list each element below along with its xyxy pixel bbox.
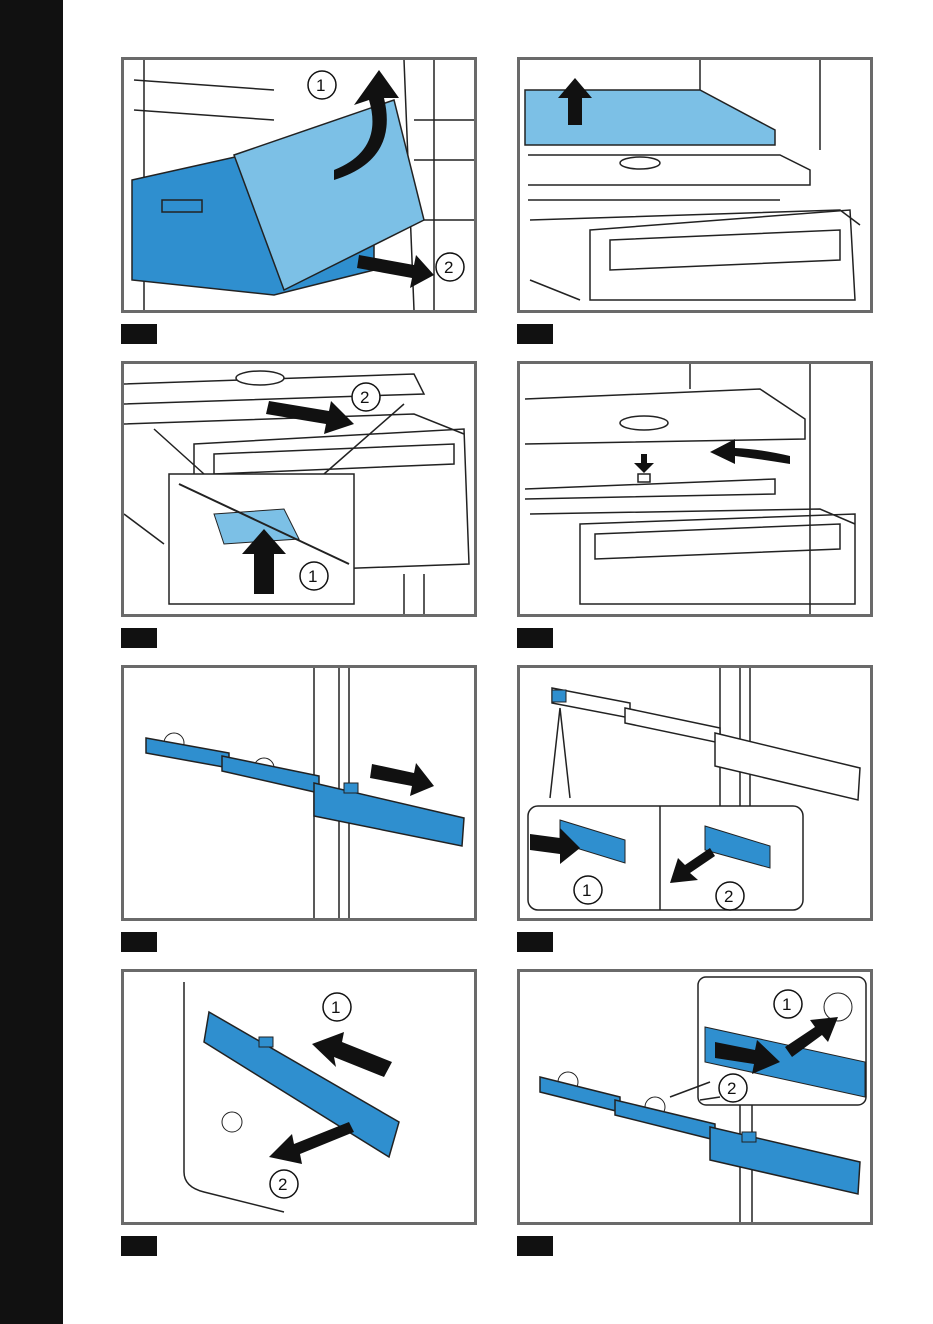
push-arrow-icon	[312, 1032, 392, 1077]
figure-panel-6: 1 2	[517, 665, 873, 921]
callout-2: 2	[444, 258, 453, 277]
step-tab-8	[517, 1236, 553, 1256]
figure-panel-5	[121, 665, 477, 921]
step-tab-2	[517, 324, 553, 344]
step-tab-3	[121, 628, 157, 648]
shelf-release-illustration: 2 1	[124, 364, 474, 614]
step-tab-6	[517, 932, 553, 952]
figure-panel-4	[517, 361, 873, 617]
down-arrow-icon	[634, 454, 654, 473]
callout-2: 2	[278, 1175, 287, 1194]
pull-arrow-icon	[269, 1122, 354, 1164]
figure-panel-8: 1 2	[517, 969, 873, 1225]
callout-1: 1	[331, 998, 340, 1017]
callout-1: 1	[308, 567, 317, 586]
curved-push-arrow-icon	[710, 439, 790, 464]
callout-2: 2	[727, 1079, 736, 1098]
step-tab-4	[517, 628, 553, 648]
callout-1: 1	[782, 995, 791, 1014]
callout-1: 1	[582, 881, 591, 900]
pull-arrow-icon	[370, 763, 434, 796]
drawer-removal-illustration: 1 2	[124, 60, 474, 310]
callout-2: 2	[724, 887, 733, 906]
figure-panel-7: 1 2	[121, 969, 477, 1225]
callout-1: 1	[316, 76, 325, 95]
rail-unlock-illustration: 1 2	[520, 668, 870, 918]
glass-shelf-removal-illustration	[520, 60, 870, 310]
side-bar	[0, 0, 63, 1324]
pull-arrow-icon	[266, 401, 354, 434]
rail-install-illustration: 1 2	[520, 972, 870, 1222]
rail-remove-illustration: 1 2	[124, 972, 474, 1222]
step-tab-7	[121, 1236, 157, 1256]
step-tab-1	[121, 324, 157, 344]
step-tab-5	[121, 932, 157, 952]
figure-panel-3: 2 1	[121, 361, 477, 617]
callout-2: 2	[360, 388, 369, 407]
figure-panel-2	[517, 57, 873, 313]
rail-extend-illustration	[124, 668, 474, 918]
figure-panel-1: 1 2	[121, 57, 477, 313]
shelf-reinsert-illustration	[520, 364, 870, 614]
